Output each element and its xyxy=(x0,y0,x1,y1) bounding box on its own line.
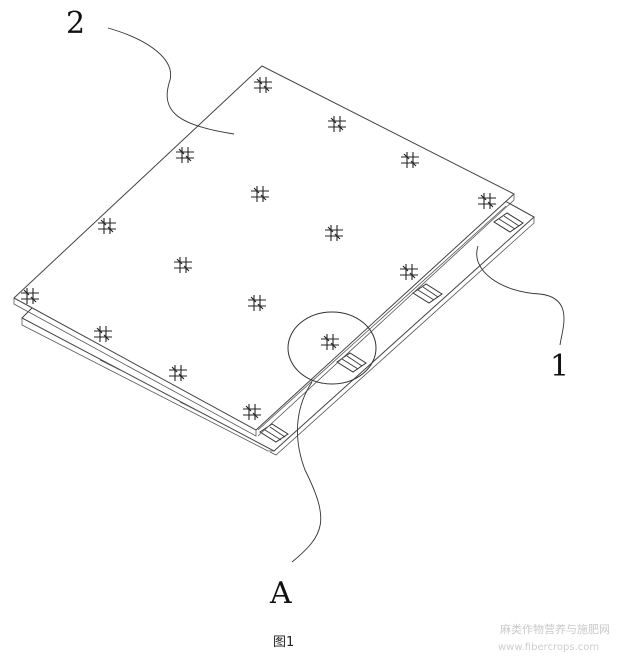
label-2: 2 xyxy=(66,6,85,41)
cross-marker xyxy=(243,404,261,420)
cross-marker xyxy=(248,295,266,311)
cross-marker xyxy=(401,152,419,168)
watermark-url: www.fibercrops.com xyxy=(498,642,599,653)
detail-circle xyxy=(287,311,377,385)
slot-feature xyxy=(336,352,367,373)
cross-marker xyxy=(325,225,343,241)
leader-line-A xyxy=(291,381,322,563)
cross-marker xyxy=(321,334,339,350)
cross-marker xyxy=(328,116,346,132)
cross-marker xyxy=(169,365,187,381)
cross-marker xyxy=(21,288,39,304)
cross-marker xyxy=(251,186,269,202)
cross-marker xyxy=(94,326,112,342)
cross-marker xyxy=(478,193,496,209)
slot-feature xyxy=(412,283,443,304)
cross-marker xyxy=(98,218,116,234)
cross-markers xyxy=(21,77,496,420)
top-plate xyxy=(13,65,515,437)
cross-marker xyxy=(174,257,192,273)
label-1: 1 xyxy=(550,349,569,384)
watermark-title: 麻类作物营养与施肥网 xyxy=(500,622,610,636)
cross-marker xyxy=(400,264,418,280)
cross-marker xyxy=(254,77,272,93)
label-A: A xyxy=(269,576,292,611)
slot-feature xyxy=(493,212,524,233)
leader-line-2 xyxy=(107,27,235,135)
leader-line-1 xyxy=(476,245,565,346)
figure-caption: 图1 xyxy=(273,635,294,650)
cross-marker xyxy=(176,147,194,163)
